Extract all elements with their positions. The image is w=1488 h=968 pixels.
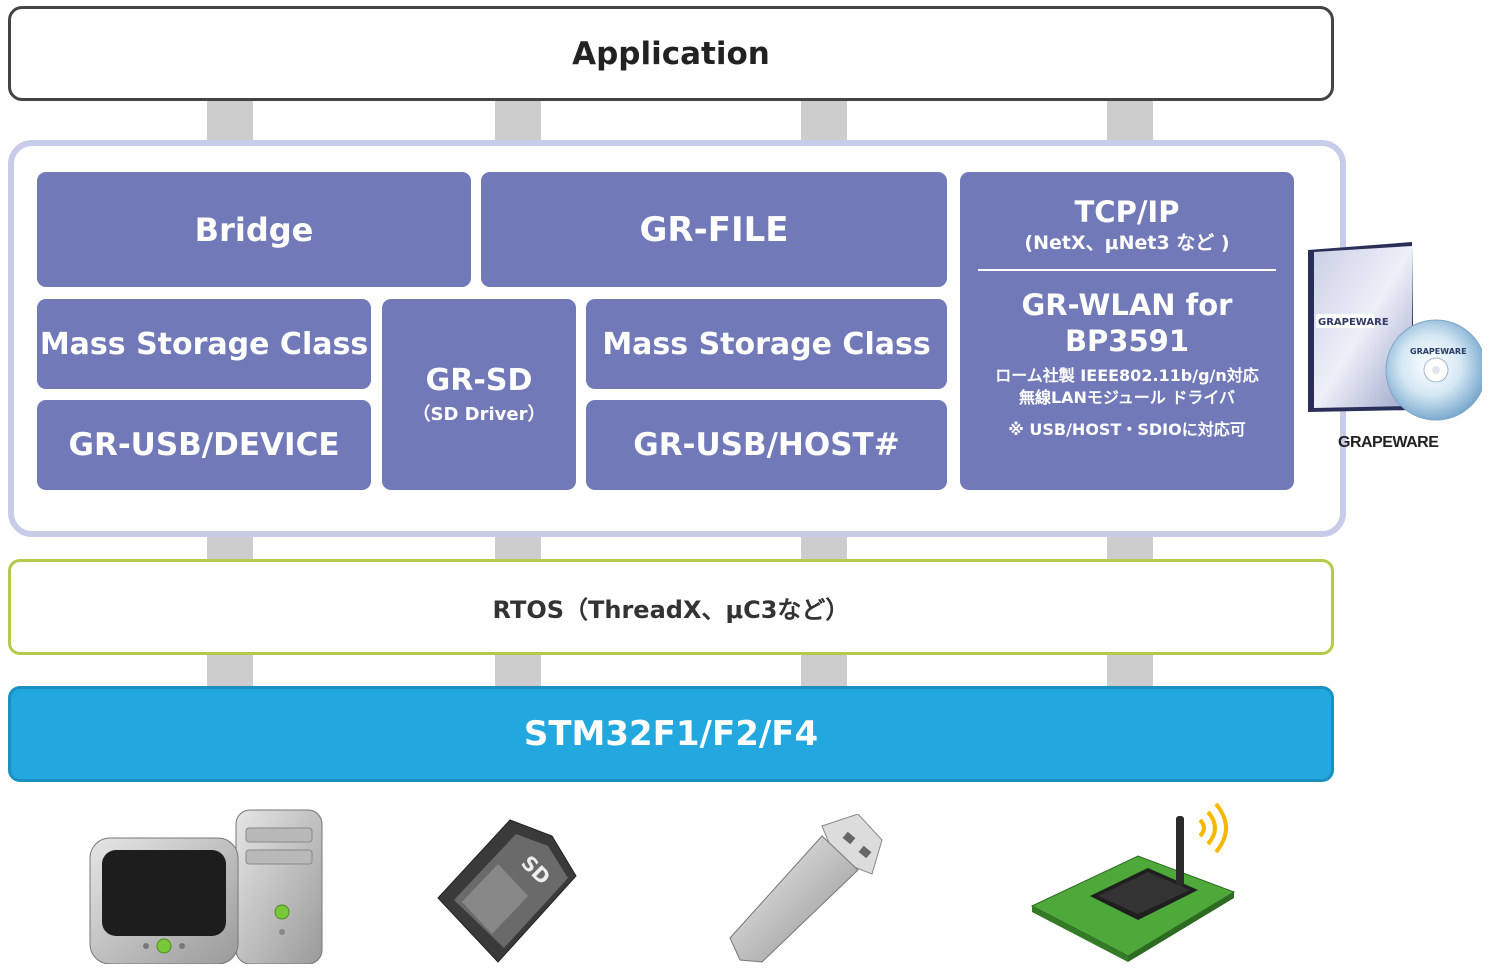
- wlan-description-line1: ローム社製 IEEE802.11b/g/n対応: [995, 366, 1259, 385]
- mass-storage-host-module: Mass Storage Class: [586, 299, 947, 389]
- usb-device-module: GR-USB/DEVICE: [37, 400, 371, 490]
- gr-sd-module: GR-SD （SD Driver）: [382, 299, 576, 490]
- cd-label: GRAPEWARE: [1410, 347, 1467, 356]
- mcu-layer: STM32F1/F2/F4: [8, 686, 1334, 782]
- gr-file-module: GR-FILE: [481, 172, 947, 287]
- tcpip-label: TCP/IP: [1074, 195, 1180, 229]
- tcpip-sublabel: (NetX、μNet3 など ): [1024, 232, 1230, 254]
- usb-host-module: GR-USB/HOST#: [586, 400, 947, 490]
- usb-device-label: GR-USB/DEVICE: [68, 427, 340, 463]
- wireless-module-icon: [1028, 796, 1238, 964]
- product-caption: GRAPEWARE: [1338, 434, 1439, 451]
- bridge-module: Bridge: [37, 172, 471, 287]
- network-module: TCP/IP (NetX、μNet3 など ) GR-WLAN for BP35…: [960, 172, 1294, 490]
- product-package-image: GRAPEWARE GRAPEWARE: [1302, 242, 1487, 432]
- mass-storage-host-label: Mass Storage Class: [602, 326, 931, 362]
- usb-host-label: GR-USB/HOST#: [633, 427, 900, 463]
- wlan-label-line2: BP3591: [1064, 324, 1190, 358]
- gr-sd-sublabel: （SD Driver）: [412, 404, 546, 425]
- gr-sd-label: GR-SD: [425, 363, 533, 398]
- mass-storage-device-label: Mass Storage Class: [39, 326, 369, 362]
- wlan-label-line1: GR-WLAN for: [1021, 288, 1233, 322]
- gr-file-label: GR-FILE: [639, 209, 789, 250]
- usb-flash-drive-icon: [726, 813, 886, 964]
- module-divider: [978, 269, 1276, 271]
- sd-card-icon: SD: [432, 816, 582, 964]
- box-label: GRAPEWARE: [1318, 317, 1389, 328]
- mass-storage-device-module: Mass Storage Class: [37, 299, 371, 389]
- computer-icon: [86, 808, 326, 965]
- rtos-layer: RTOS（ThreadX、μC3など）: [8, 559, 1334, 655]
- application-layer: Application: [8, 6, 1334, 101]
- wlan-description-line2: 無線LANモジュール ドライバ: [1018, 388, 1236, 407]
- bridge-label: Bridge: [194, 210, 314, 249]
- wlan-note: ※ USB/HOST・SDIOに対応可: [1008, 420, 1246, 439]
